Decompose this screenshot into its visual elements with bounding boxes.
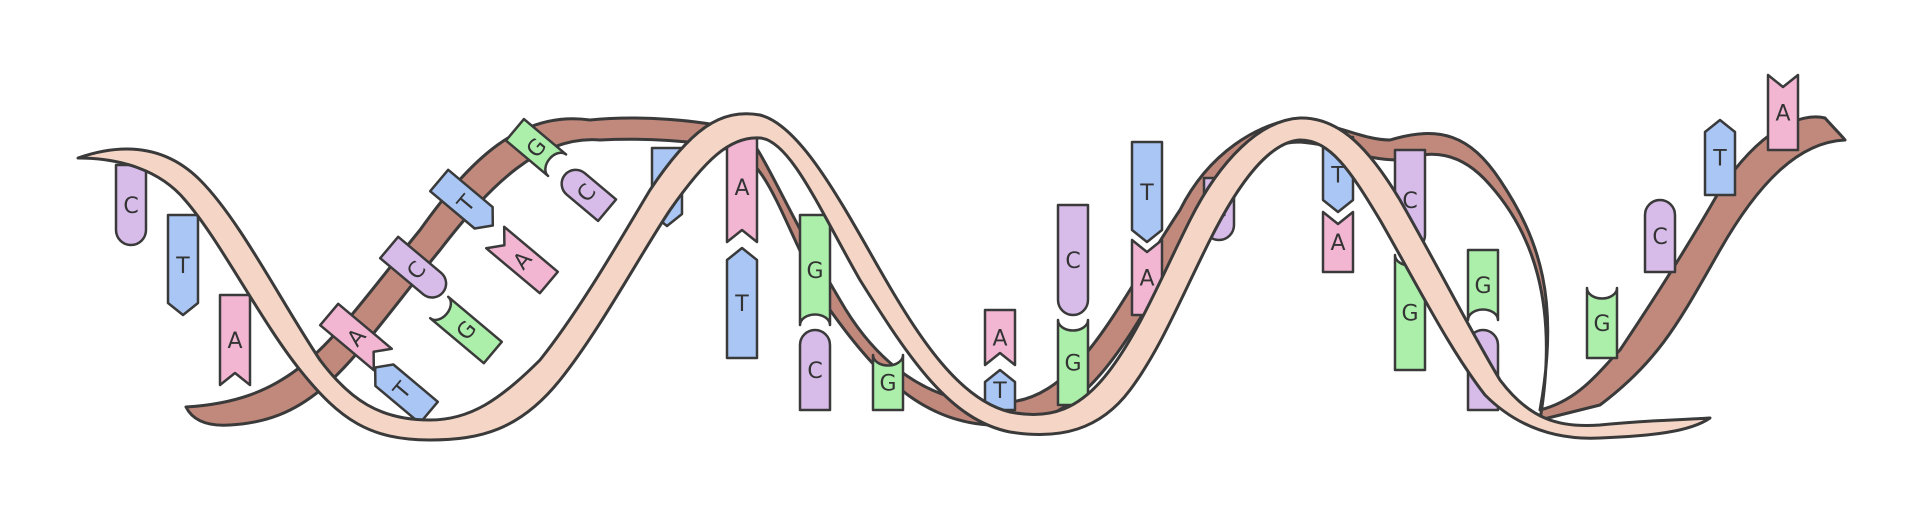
base-letter: G <box>1401 302 1418 327</box>
nucleotide-base-c: C <box>1643 198 1677 274</box>
nucleotide-base-t: T <box>1703 118 1737 197</box>
nucleotide-base-g: G <box>428 295 504 365</box>
nucleotide-base-t: T <box>373 363 440 425</box>
base-shape <box>560 168 618 223</box>
base-letter: C <box>1065 249 1080 274</box>
base-letter: C <box>807 359 822 384</box>
base-shape <box>1321 210 1355 274</box>
base-shape <box>1466 248 1500 322</box>
base-shape <box>1130 140 1164 244</box>
nucleotide-base-c: C <box>1056 203 1090 317</box>
base-letter: C <box>123 194 138 219</box>
nucleotide-base-t: T <box>166 213 200 317</box>
base-shape <box>1703 118 1737 197</box>
nucleotide-base-t: T <box>725 246 759 360</box>
nucleotide-base-a: A <box>983 308 1017 367</box>
backbone-back <box>184 115 1847 427</box>
base-shape <box>218 293 252 387</box>
nucleotide-base-a: A <box>218 293 252 387</box>
base-shape <box>983 368 1017 412</box>
base-letter: A <box>992 327 1007 352</box>
base-letter: T <box>1139 181 1154 206</box>
base-letter: T <box>1330 164 1345 189</box>
nucleotide-base-g: G <box>871 353 905 412</box>
base-shape <box>428 168 495 230</box>
nucleotide-base-t: T <box>983 368 1017 412</box>
base-letter: G <box>1593 312 1610 337</box>
base-letter: T <box>1712 147 1727 172</box>
nucleotide-base-a: A <box>1321 210 1355 274</box>
base-letter: A <box>1775 102 1790 127</box>
base-letter: G <box>806 259 823 284</box>
back-strand <box>184 115 1847 427</box>
nucleotide-base-g: G <box>1056 318 1090 407</box>
nucleotide-base-c: C <box>114 163 148 247</box>
nucleotide-base-c: C <box>798 328 832 412</box>
nucleotide-base-g: G <box>1466 248 1500 322</box>
base-shape <box>725 246 759 360</box>
base-shape <box>1585 286 1619 360</box>
base-shape <box>373 363 440 425</box>
nucleotide-base-t: T <box>1130 140 1164 244</box>
nucleotide-base-a: A <box>318 302 394 372</box>
base-letter: A <box>734 176 749 201</box>
base-shape <box>318 302 394 372</box>
base-letter: A <box>1139 267 1154 292</box>
base-letter: C <box>1652 225 1667 250</box>
base-shape <box>1056 318 1090 407</box>
base-shape <box>378 235 448 299</box>
nucleotide-base-c: C <box>378 235 448 299</box>
base-shape <box>798 213 832 327</box>
nucleotide-base-g: G <box>504 117 568 178</box>
base-letter: C <box>1402 189 1417 214</box>
base-shape <box>504 117 568 178</box>
nucleotide-base-c: C <box>560 168 618 223</box>
base-shape <box>428 295 504 365</box>
base-shape <box>983 308 1017 367</box>
base-letter: T <box>992 379 1007 404</box>
nucleotide-base-a: A <box>725 130 759 244</box>
base-shape <box>871 353 905 412</box>
base-shape <box>1643 198 1677 274</box>
nucleotide-base-g: G <box>1585 286 1619 360</box>
nucleotide-base-a: A <box>484 225 560 295</box>
nucleotide-base-g: G <box>798 213 832 327</box>
base-letter: G <box>1474 274 1491 299</box>
base-shape <box>484 225 560 295</box>
base-letter: A <box>227 329 242 354</box>
base-letter: T <box>734 292 749 317</box>
base-shape <box>166 213 200 317</box>
nucleotide-base-a: A <box>1766 73 1800 152</box>
base-shape <box>798 328 832 412</box>
base-letter: G <box>1064 352 1081 377</box>
base-letter: A <box>1330 231 1345 256</box>
base-letter: G <box>879 372 896 397</box>
base-shape <box>1766 73 1800 152</box>
backbone-front <box>76 112 1712 442</box>
base-shape <box>114 163 148 247</box>
nucleotide-base-t: T <box>428 168 495 230</box>
base-shape <box>1056 203 1090 317</box>
front-strand <box>76 112 1712 442</box>
base-letter: T <box>175 254 190 279</box>
